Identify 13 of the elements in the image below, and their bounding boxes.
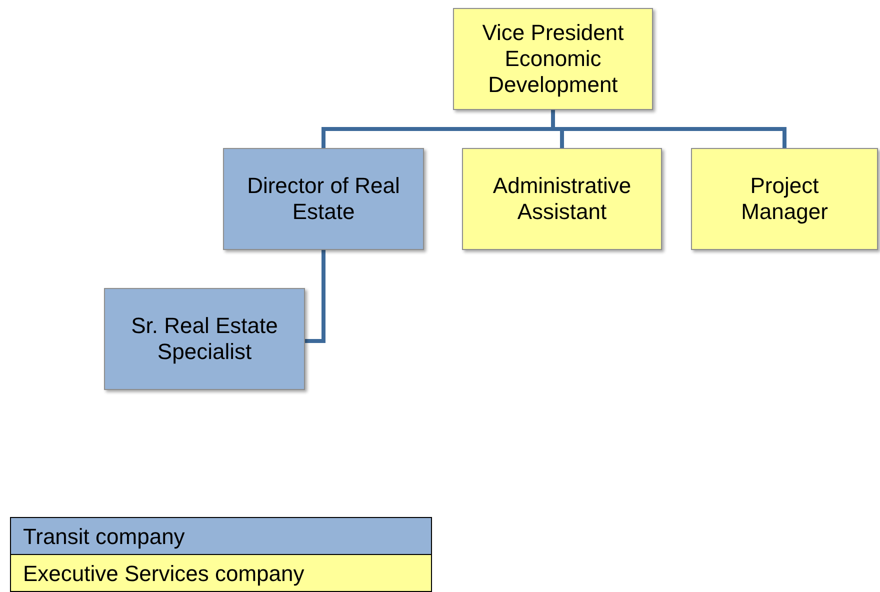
position-title: Sr. Real Estate Specialist [130, 313, 279, 365]
position-box [453, 8, 653, 110]
position-box [104, 288, 305, 390]
position-title: Vice President Economic Development [481, 20, 625, 98]
position-title: Director of Real Estate [246, 173, 401, 225]
position-box [462, 148, 662, 250]
legend-row: Executive Services company [10, 554, 432, 592]
position-box [691, 148, 878, 250]
legend-row: Transit company [10, 517, 432, 555]
position-title: Administrative Assistant [492, 173, 632, 225]
connector-line [305, 250, 326, 343]
position-box [223, 148, 424, 250]
position-title: Project Manager [740, 173, 829, 225]
